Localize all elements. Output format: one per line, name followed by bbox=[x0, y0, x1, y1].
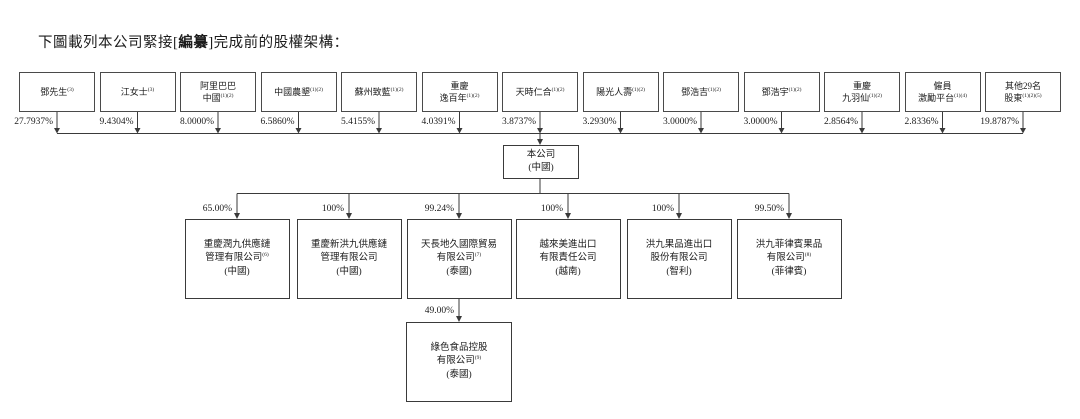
footnote-ref: (1)(2)(5) bbox=[1022, 93, 1042, 99]
subsidiary-box-runjiu: 重慶潤九供應鏈 管理有限公司(6) (中國) bbox=[184, 219, 290, 299]
footnote-ref: (1)(2) bbox=[310, 86, 323, 93]
shareholder-box-nongken: 中國農墾(1)(2) bbox=[260, 72, 337, 112]
shareholder-box-yibainian: 重慶逸百年(1)(2) bbox=[421, 72, 498, 112]
footnote-ref: (1)(2) bbox=[632, 86, 645, 93]
footnote-ref: (8) bbox=[804, 252, 812, 259]
pct-label: 27.7937% bbox=[14, 117, 53, 127]
pct-label: 2.8564% bbox=[823, 117, 858, 127]
shareholder-box-jiang: 江女士(3) bbox=[99, 72, 176, 112]
pct-label: 100% bbox=[321, 204, 344, 214]
pct-label: 3.0000% bbox=[743, 117, 778, 127]
pct-label: 5.4155% bbox=[340, 117, 375, 127]
footnote-ref: (1)(4) bbox=[954, 93, 967, 99]
subsidiary-box-tianchangdijiu: 天長地久國際貿易 有限公司(7) (泰國) bbox=[406, 219, 512, 299]
pct-label: 99.50% bbox=[754, 204, 784, 214]
shareholder-box-sunshine-life: 陽光人壽(1)(2) bbox=[582, 72, 659, 112]
title-prefix: 下圖載列本公司緊接[ bbox=[38, 35, 179, 51]
page-title: 下圖載列本公司緊接[編纂]完成前的股權架構： bbox=[38, 31, 349, 52]
pct-label: 100% bbox=[540, 204, 563, 214]
pct-label: 3.0000% bbox=[662, 117, 697, 127]
shareholder-box-suzhou-zhilan: 蘇州致藍(1)(2) bbox=[341, 72, 417, 112]
arrowheads bbox=[54, 128, 1026, 322]
footnote-ref: (1)(2) bbox=[551, 86, 565, 93]
shareholder-box-tianshi-renhe: 天時仁合(1)(2) bbox=[502, 72, 578, 112]
footnote-ref: (1)(2) bbox=[708, 86, 721, 93]
title-redacted: 編纂 bbox=[178, 35, 209, 51]
shareholder-box-deng-haoyu: 鄧浩宇(1)(2) bbox=[743, 72, 820, 112]
pct-label: 4.0391% bbox=[421, 117, 456, 127]
footnote-ref: (1)(2) bbox=[390, 86, 404, 93]
footnote-ref: (6) bbox=[262, 252, 269, 259]
pct-label: 3.8737% bbox=[501, 117, 536, 127]
footnote-ref: (3) bbox=[147, 86, 155, 93]
shareholder-box-deng-haoji: 鄧浩吉(1)(2) bbox=[663, 72, 739, 112]
subsidiary-box-chile: 洪九果品進出口 股份有限公司 (智利) bbox=[626, 219, 732, 299]
shareholder-box-jiuyuxian: 重慶九羽仙(1)(2) bbox=[824, 72, 900, 112]
pct-label: 3.2930% bbox=[582, 117, 617, 127]
title-suffix: ]完成前的股權架構： bbox=[208, 35, 349, 51]
pct-label: 99.24% bbox=[424, 204, 454, 214]
pct-label: 9.4304% bbox=[99, 117, 134, 127]
footnote-ref: (1)(2) bbox=[869, 93, 882, 99]
pct-label: 100% bbox=[651, 204, 674, 214]
shareholder-box-alibaba: 阿里巴巴中國(1)(2) bbox=[180, 72, 256, 112]
shareholder-box-deng: 鄧先生(3) bbox=[19, 72, 95, 112]
pct-label: 19.8787% bbox=[980, 117, 1019, 127]
subsidiary-box-yuelaimei: 越來美進出口 有限責任公司 (越南) bbox=[515, 219, 621, 299]
pct-label: 49.00% bbox=[424, 306, 454, 316]
footnote-ref: (1)(2) bbox=[466, 93, 480, 99]
footnote-ref: (3) bbox=[67, 86, 74, 93]
pct-label: 6.5860% bbox=[260, 117, 295, 127]
footnote-ref: (1)(2) bbox=[220, 93, 234, 99]
footnote-ref: (9) bbox=[474, 355, 482, 362]
company-box: 本公司 (中國) bbox=[503, 145, 579, 179]
shareholder-box-other-29: 其他29名股東(1)(2)(5) bbox=[985, 72, 1061, 112]
subsidiary-box-xinhongjiu: 重慶新洪九供應鏈 管理有限公司 (中國) bbox=[296, 219, 402, 299]
pct-label: 8.0000% bbox=[179, 117, 214, 127]
footnote-ref: (7) bbox=[474, 252, 482, 259]
pct-label: 2.8336% bbox=[904, 117, 939, 127]
shareholder-box-employee-platform: 僱員激勵平台(1)(4) bbox=[904, 72, 981, 112]
pct-label: 65.00% bbox=[202, 204, 232, 214]
subsidiary-box-philippines: 洪九菲律賓果品 有限公司(8) (菲律賓) bbox=[736, 219, 842, 299]
footnote-ref: (1)(2) bbox=[788, 86, 802, 93]
sub-subsidiary-box-green-food: 綠色食品控股 有限公司(9) (泰國) bbox=[406, 322, 512, 402]
